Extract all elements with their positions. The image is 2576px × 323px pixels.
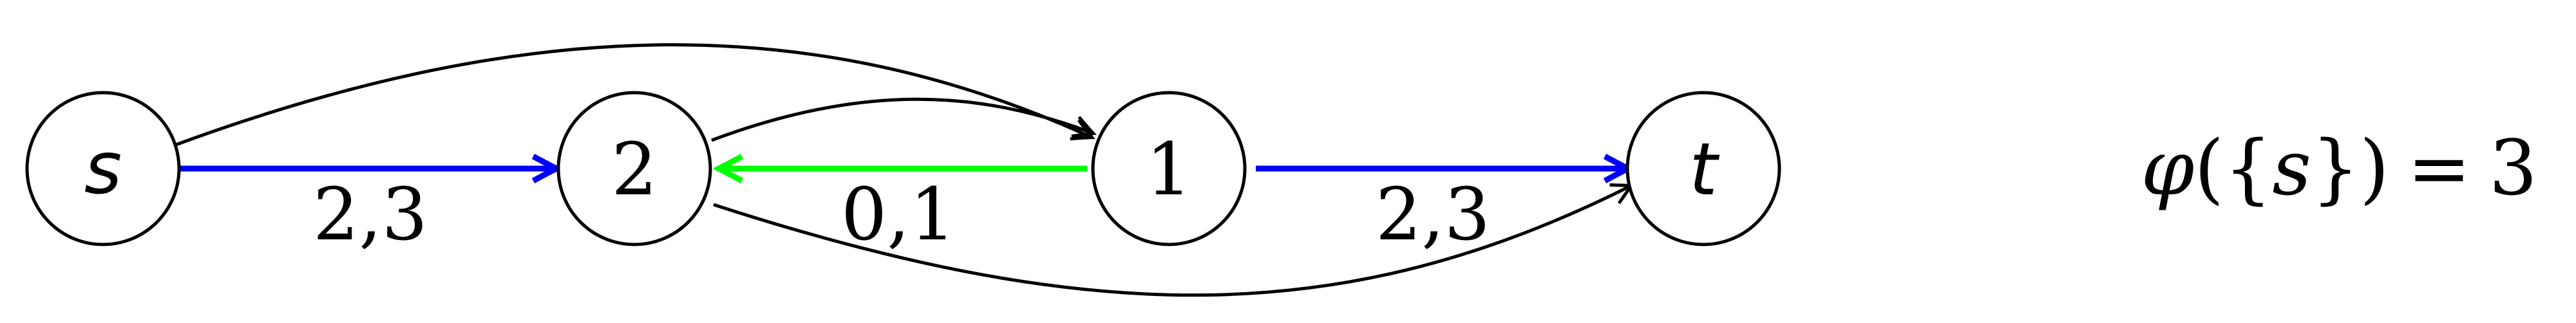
- node-label-t: t: [1689, 128, 1720, 212]
- cut-value-formula: φ({s})=3: [2141, 124, 2537, 212]
- edge-2-to-t: [713, 183, 1635, 297]
- edge-s-to-1: [175, 43, 1095, 147]
- edge-label-1-t: 2,3: [1376, 173, 1490, 257]
- node-label-2: 2: [611, 128, 657, 212]
- node-label-s: s: [84, 127, 122, 210]
- node-label-1: 1: [1146, 128, 1191, 212]
- edge-label-s-2: 2,3: [313, 173, 428, 257]
- edge-2-to-1: [711, 97, 1097, 142]
- node-1: 1: [1091, 91, 1247, 246]
- node-t: t: [1625, 91, 1781, 246]
- node-2: 2: [556, 91, 712, 246]
- edge-label-1-2: 0,1: [841, 173, 956, 257]
- node-s: s: [25, 91, 181, 246]
